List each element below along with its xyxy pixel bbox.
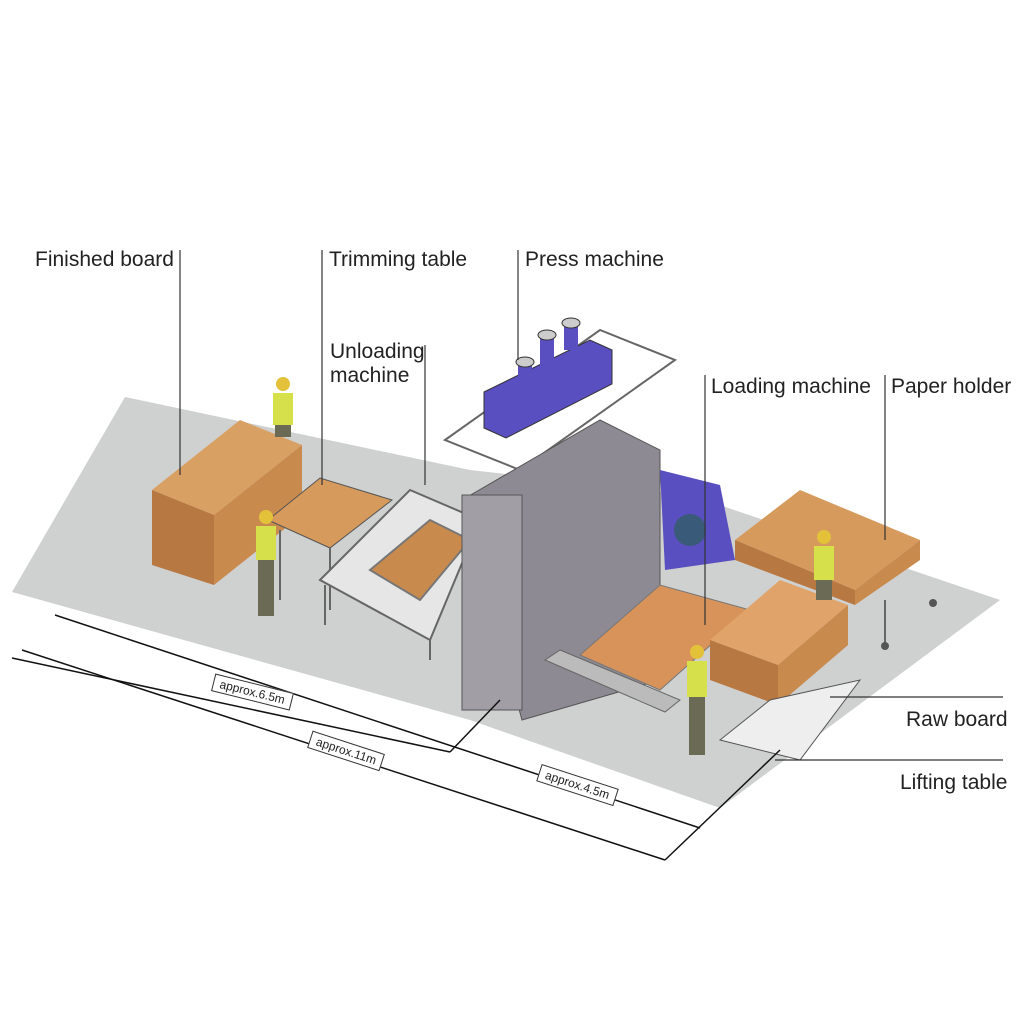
label-unloading-machine-line1: Unloading [330,340,425,363]
label-trimming-table: Trimming table [329,248,468,271]
lifting-table [718,679,862,761]
raw-board-stack [710,580,848,705]
worker [814,530,834,600]
label-unloading-machine-line2: machine [330,364,410,387]
finished-board-stack [152,420,302,585]
worker [256,510,276,616]
label-press-machine: Press machine [525,248,664,271]
label-finished-board: Finished board [35,248,174,271]
label-raw-board: Raw board [906,708,1008,731]
label-paper-holder: Paper holder [891,375,1012,398]
worker [273,377,293,437]
label-loading-machine: Loading machine [711,375,871,398]
worker [687,645,707,755]
leader-lines [179,250,1003,761]
label-lifting-table: Lifting table [900,771,1008,794]
